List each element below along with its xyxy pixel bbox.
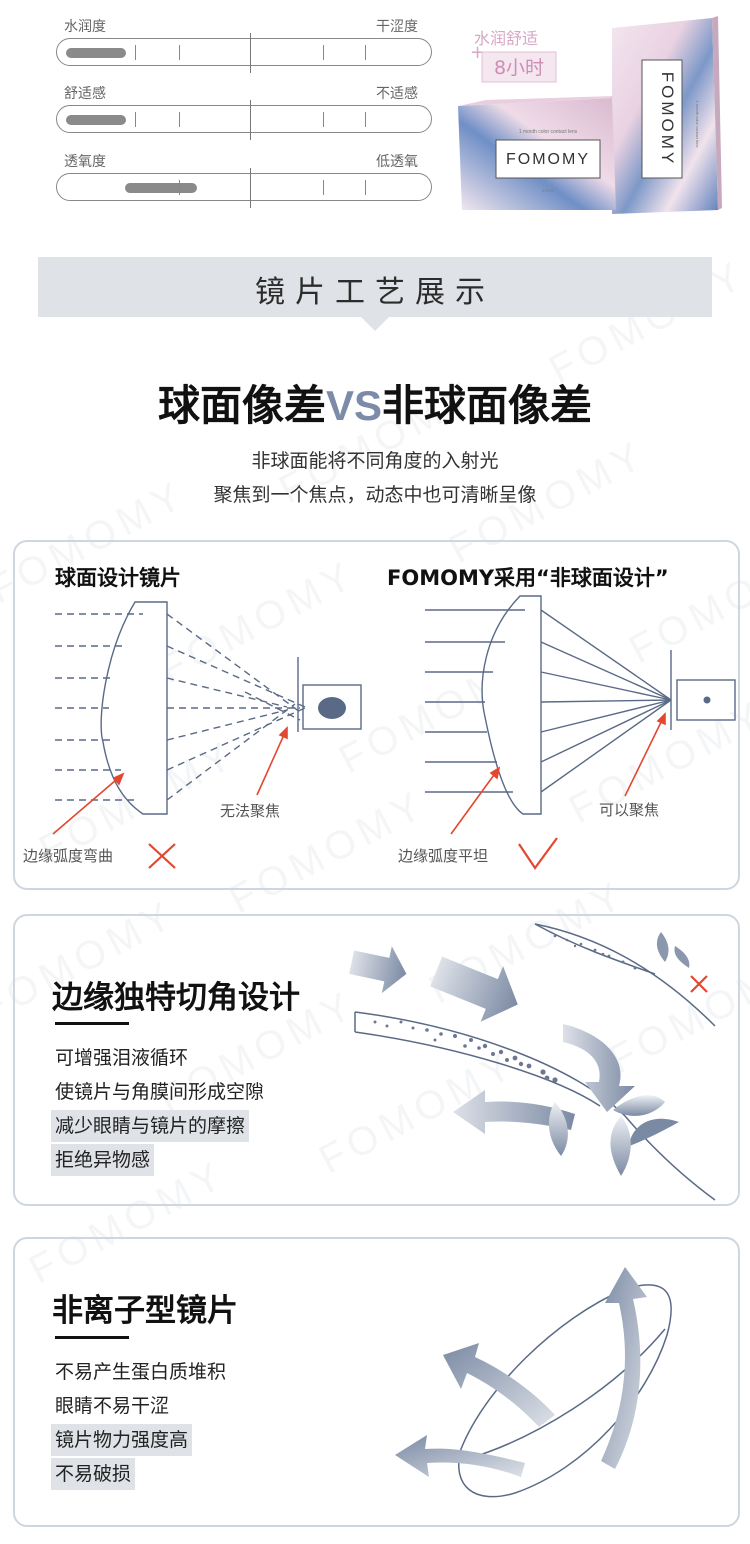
edge-design-card: 边缘独特切角设计 可增强泪液循环 使镜片与角膜间形成空隙 减少眼睛与镜片的摩擦 … <box>13 914 740 1206</box>
bullet-3: 减少眼睛与镜片的摩擦 <box>51 1110 250 1142</box>
slider-left-label: 透氧度 <box>64 154 106 170</box>
blurred-focus-spot <box>318 697 346 719</box>
bullet-3: 镜片物力强度高 <box>51 1424 193 1456</box>
slider-left-label: 水润度 <box>64 19 106 35</box>
left-edge-label: 边缘弧度弯曲 <box>23 847 114 865</box>
right-edge-label: 边缘弧度平坦 <box>398 847 489 865</box>
slider-track <box>56 168 432 208</box>
main-title-part1: 球面像差 <box>157 381 326 430</box>
lens-strength-illustration <box>395 1267 672 1498</box>
slider-fill <box>125 183 197 193</box>
bullet-1: 可增强泪液循环 <box>55 1047 189 1069</box>
left-focus-label: 无法聚焦 <box>220 802 281 820</box>
section-header: 镜片工艺展示 <box>38 257 712 317</box>
product-pcs: 2 PCS <box>542 188 554 193</box>
non-ionic-card: 非离子型镜片 不易产生蛋白质堆积 眼睛不易干涩 镜片物力强度高 不易破损 <box>13 1237 740 1527</box>
product-image: FOMOMY FOMOMY 1 month color contact lens… <box>456 14 722 214</box>
slider-moisture: 水润度 干涩度 <box>56 16 434 73</box>
check-icon <box>518 837 558 870</box>
edge-design-title: 边缘独特切角设计 <box>52 980 300 1016</box>
slider-oxygen: 透氧度 低透氧 <box>56 151 434 208</box>
optics-diagram <box>52 595 736 870</box>
slider-right-label: 不适感 <box>376 86 418 102</box>
aspheric-lens-diagram <box>425 595 736 815</box>
slider-right-label: 干涩度 <box>376 19 418 35</box>
spherical-lens-diagram <box>55 601 362 815</box>
cross-icon <box>690 975 708 993</box>
bullet-1: 不易产生蛋白质堆积 <box>55 1361 227 1383</box>
cross-icon <box>148 843 176 869</box>
bullet-4: 不易破损 <box>51 1458 136 1490</box>
slider-track <box>56 33 432 73</box>
slider-track <box>56 100 432 140</box>
edge-design-illustration <box>349 923 716 1201</box>
main-title: 球面像差VS非球面像差 <box>0 372 750 433</box>
optics-comparison-card: 球面设计镜片 FOMOMY采用“非球面设计” <box>13 540 740 890</box>
bullet-2: 使镜片与角膜间形成空隙 <box>55 1081 265 1103</box>
aspheric-title: FOMOMY采用“非球面设计” <box>387 566 669 590</box>
sharp-focus-point <box>703 696 711 704</box>
main-title-vs: VS <box>325 382 383 429</box>
main-title-part2: 非球面像差 <box>382 381 593 430</box>
bullet-4: 拒绝异物感 <box>51 1144 155 1176</box>
spherical-title: 球面设计镜片 <box>55 566 181 590</box>
slider-fill <box>66 48 126 58</box>
subtitle-line-1: 非球面能将不同角度的入射光 <box>251 450 499 472</box>
title-underline <box>55 1336 129 1339</box>
right-focus-label: 可以聚焦 <box>599 801 660 819</box>
section-header-title: 镜片工艺展示 <box>255 275 495 310</box>
slider-right-label: 低透氧 <box>376 154 418 170</box>
badge-line2: 8小时 <box>494 57 544 79</box>
bullet-2: 眼睛不易干涩 <box>55 1395 170 1417</box>
svg-text:+: + <box>470 42 485 63</box>
brand-vertical: FOMOMY <box>658 72 677 167</box>
tear-particles <box>373 934 637 1083</box>
brand-label: FOMOMY <box>506 151 590 168</box>
slider-comfort: 舒适感 不适感 <box>56 83 434 140</box>
title-underline <box>55 1022 129 1025</box>
badge-line1: 水润舒适 <box>474 29 538 48</box>
section-header-arrow <box>361 317 389 331</box>
product-small-text: 1 month color contact lens <box>519 129 578 135</box>
slider-fill <box>66 115 126 125</box>
slider-left-label: 舒适感 <box>64 86 106 102</box>
product-small-text-vertical: 1 month color contact lens <box>695 101 700 148</box>
subtitle-line-2: 聚焦到一个焦点，动态中也可清晰呈像 <box>213 484 537 506</box>
non-ionic-title: 非离子型镜片 <box>52 1293 238 1329</box>
